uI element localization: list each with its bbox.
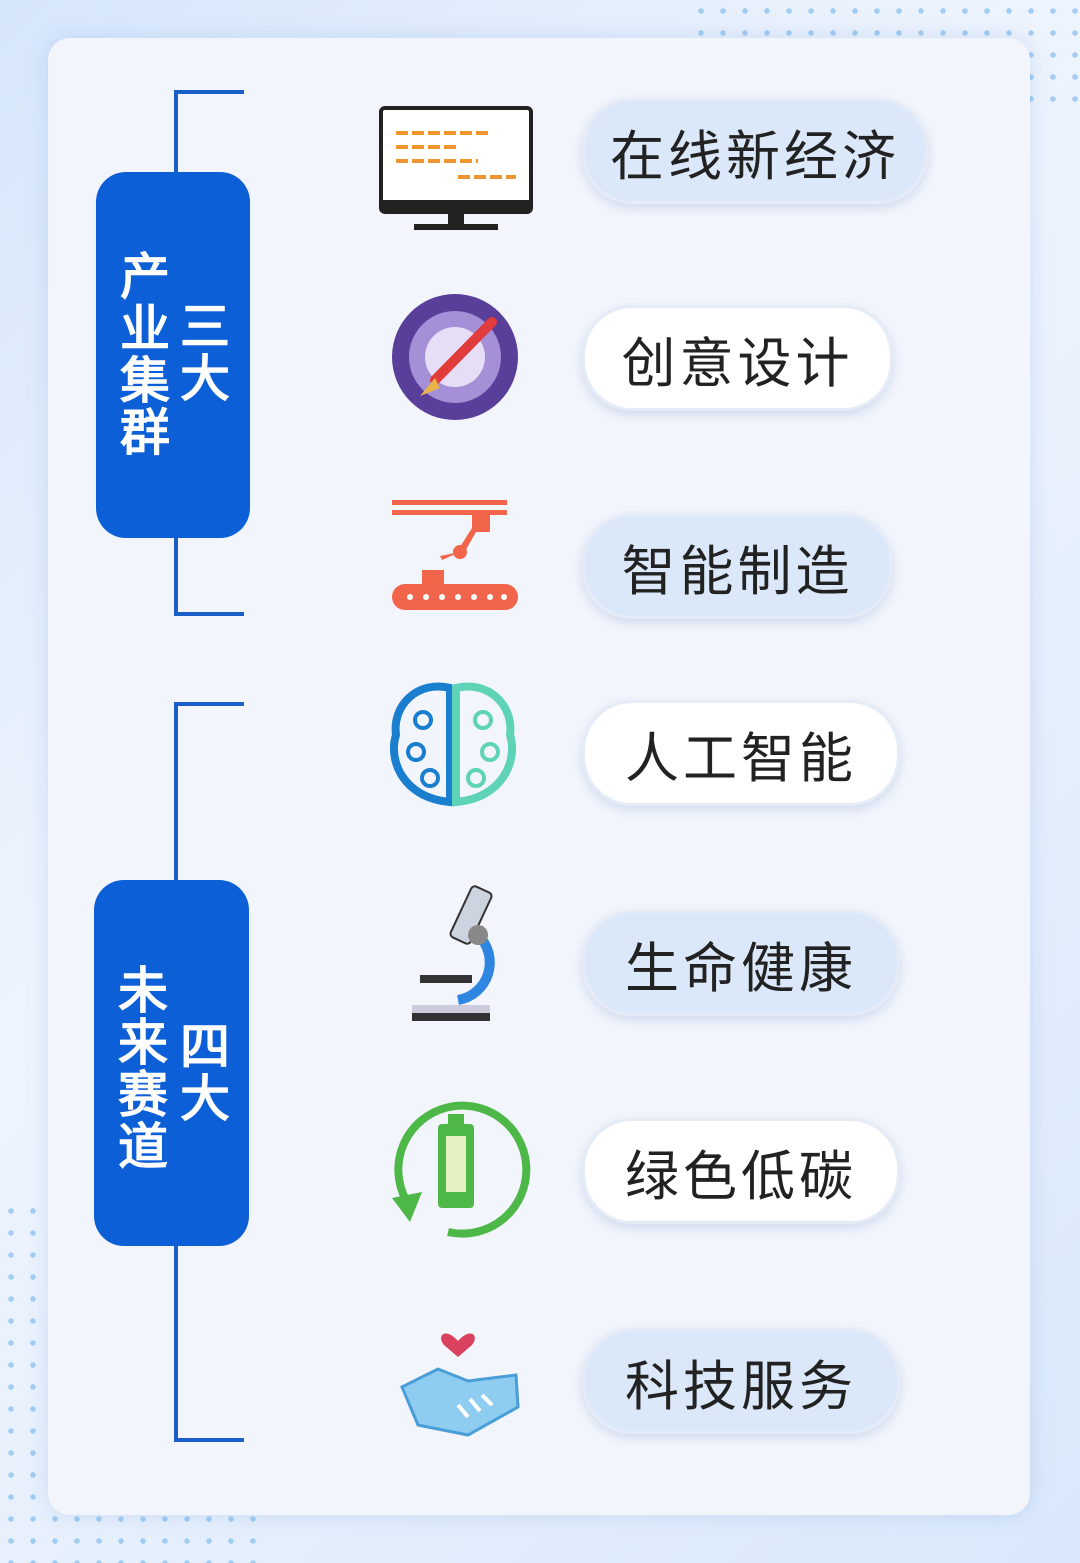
item-pill-green-low-carbon: 绿色低碳 [582,1118,900,1224]
group-box-2: 四大 未来赛道 [94,880,249,1246]
item-pill-ai: 人工智能 [582,700,900,806]
group-name: 产业集群 [112,250,170,458]
item-pill-creative-design: 创意设计 [582,305,893,411]
brain-circuit-icon [389,682,517,807]
group-name: 未来赛道 [110,964,168,1172]
item-pill-life-health: 生命健康 [582,910,900,1016]
item-pill-online-economy: 在线新经济 [582,98,928,204]
computer-monitor-icon [379,106,533,230]
paintbrush-icon [392,294,518,420]
robot-arm-icon [392,500,518,610]
recycle-battery-icon [392,1101,531,1238]
item-pill-smart-manufacturing: 智能制造 [582,513,893,619]
microscope-icon [412,885,495,1021]
group-count-label: 三大 [172,300,230,404]
group-box-1: 三大 产业集群 [96,172,250,538]
handshake-heart-icon [400,1333,520,1437]
item-pill-tech-services: 科技服务 [582,1328,900,1434]
group-count-label: 四大 [172,1020,230,1124]
